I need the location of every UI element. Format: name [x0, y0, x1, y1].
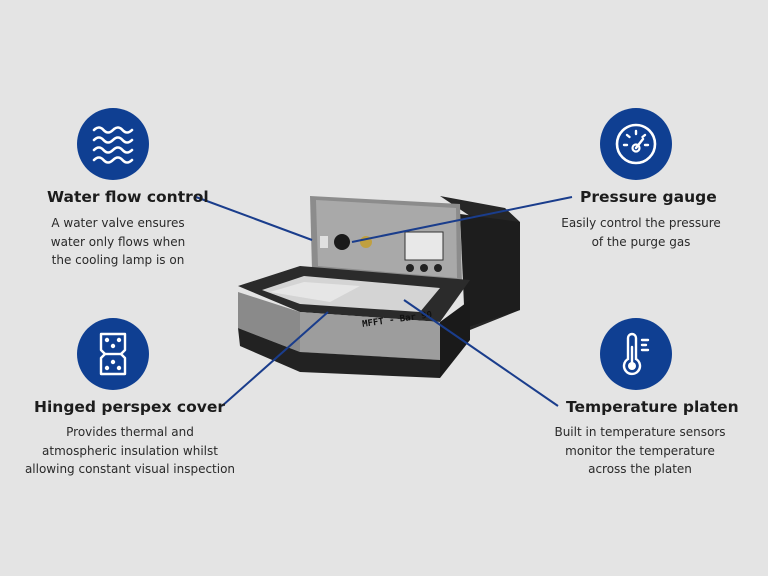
connector-pressure-gauge [351, 196, 573, 243]
water-flow-desc-line: water only flows when [50, 234, 186, 249]
gauge-icon [600, 108, 672, 180]
hinged-cover-desc-line: allowing constant visual inspection [24, 462, 236, 476]
hinged-cover-title: Hinged perspex cover [34, 398, 225, 416]
temperature-platen-title: Temperature platen [566, 398, 739, 416]
connector-temperature-platen [403, 299, 559, 407]
hinged-cover-desc-line: atmospheric insulation whilst [42, 443, 218, 458]
pressure-gauge-title: Pressure gauge [580, 188, 717, 206]
temperature-platen-description: Built in temperature sensors monitor the… [540, 423, 740, 479]
water-flow-desc-line: the cooling lamp is on [51, 253, 185, 267]
temperature-platen-desc-line: Built in temperature sensors [554, 425, 726, 439]
water-flow-title: Water flow control [47, 188, 209, 206]
water-flow-desc-line: A water valve ensures [51, 216, 185, 230]
pressure-gauge-description: Easily control the pressure of the purge… [552, 214, 730, 251]
hinged-cover-desc-line: Provides thermal and [66, 425, 194, 439]
temperature-platen-desc-line: monitor the temperature [565, 443, 715, 458]
water-waves-icon [77, 108, 149, 180]
pressure-gauge-desc-line: of the purge gas [591, 234, 691, 249]
connector-hinged-cover [221, 311, 329, 407]
hinge-icon [77, 318, 149, 390]
pressure-gauge-desc-line: Easily control the pressure [561, 216, 721, 230]
hinged-cover-description: Provides thermal and atmospheric insulat… [10, 423, 250, 479]
temperature-platen-desc-line: across the platen [588, 462, 692, 476]
connector-water-flow [195, 196, 313, 241]
water-flow-description: A water valve ensures water only flows w… [46, 214, 190, 270]
thermometer-icon [600, 318, 672, 390]
